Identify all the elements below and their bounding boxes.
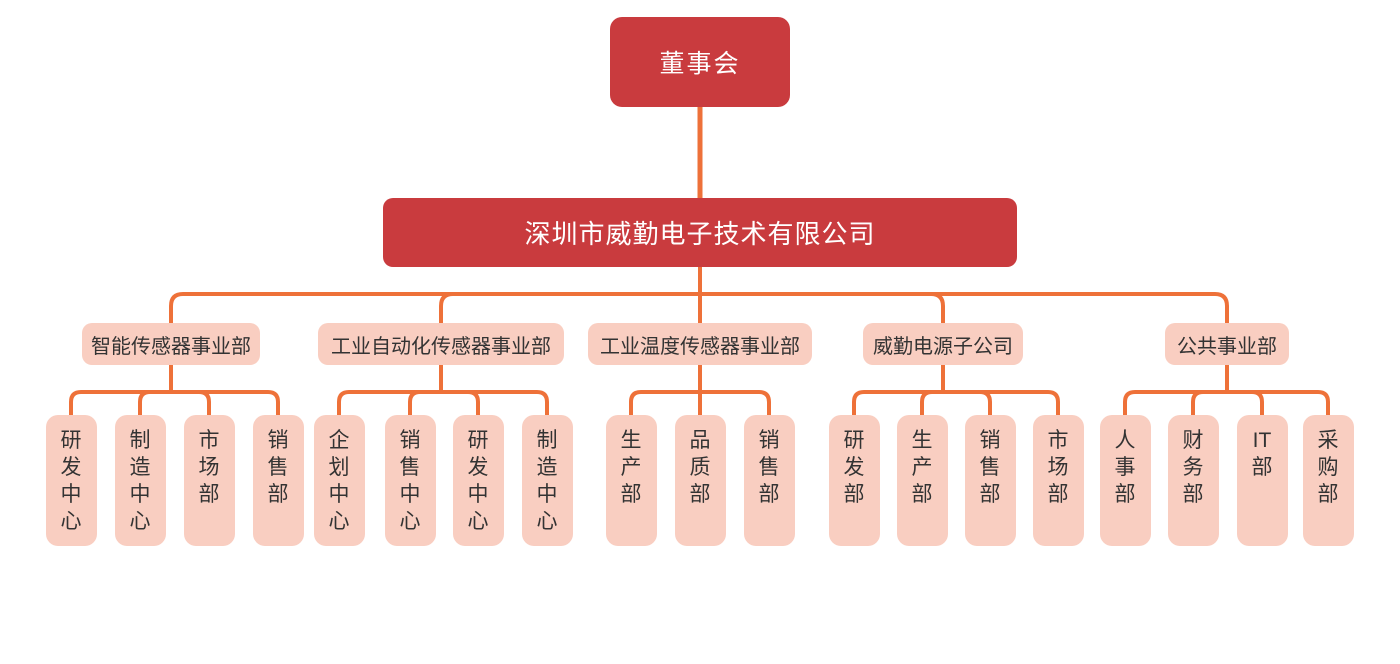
org-node-department[interactable]: 研发中心 — [45, 415, 97, 546]
org-node-department-label: 企划中心 — [328, 429, 350, 533]
connector — [439, 267, 702, 323]
org-node-department-label: 生产部 — [911, 429, 933, 506]
org-node-division-label: 智能传感器事业部 — [91, 335, 251, 358]
org-node-department-label: 市场部 — [198, 429, 220, 506]
org-node-department[interactable]: 销售部 — [252, 415, 304, 546]
org-node-division-label: 工业温度传感器事业部 — [600, 335, 800, 358]
org-node-division-1[interactable]: 智能传感器事业部 — [82, 323, 260, 365]
org-node-company-label: 深圳市威勤电子技术有限公司 — [524, 219, 876, 249]
connector — [941, 365, 1060, 415]
connector — [920, 365, 945, 415]
connector — [138, 365, 173, 415]
org-node-department[interactable]: 销售部 — [964, 415, 1016, 546]
org-node-department[interactable]: 研发部 — [828, 415, 880, 546]
connector — [1225, 365, 1330, 415]
connector — [698, 267, 945, 323]
org-node-department[interactable]: 市场部 — [183, 415, 235, 546]
org-node-department[interactable]: 企划中心 — [313, 415, 365, 546]
org-node-department-label: 生产部 — [620, 429, 642, 506]
org-node-division-3[interactable]: 工业温度传感器事业部 — [588, 323, 812, 365]
org-node-department[interactable]: 品质部 — [674, 415, 726, 546]
org-node-department-label: 销售中心 — [399, 429, 421, 533]
connector — [1225, 365, 1264, 415]
org-node-division-label: 公共事业部 — [1177, 335, 1277, 358]
org-node-department[interactable]: 制造中心 — [521, 415, 573, 546]
org-node-department-label: 制造中心 — [536, 429, 558, 533]
org-node-department-label: 研发中心 — [60, 429, 82, 533]
org-node-company[interactable]: 深圳市威勤电子技术有限公司 — [383, 198, 1017, 267]
org-node-department[interactable]: 人事部 — [1099, 415, 1151, 546]
org-node-division-label: 威勤电源子公司 — [873, 335, 1013, 358]
org-node-department[interactable]: 销售中心 — [384, 415, 436, 546]
connector — [169, 267, 702, 323]
connector — [169, 365, 280, 415]
connector — [629, 365, 702, 415]
org-node-department-label: 制造中心 — [129, 429, 151, 533]
org-node-division-4[interactable]: 威勤电源子公司 — [863, 323, 1023, 365]
connector — [69, 365, 173, 415]
connector — [439, 365, 549, 415]
org-node-department-label: 人事部 — [1114, 429, 1136, 506]
org-node-division-5[interactable]: 公共事业部 — [1165, 323, 1289, 365]
connector — [337, 365, 443, 415]
connector — [1191, 365, 1229, 415]
connector — [852, 365, 945, 415]
org-node-division-label: 工业自动化传感器事业部 — [331, 335, 551, 358]
org-node-department-label: 销售部 — [758, 429, 780, 506]
org-node-department-label: 采购部 — [1317, 429, 1339, 506]
org-node-department[interactable]: 研发中心 — [452, 415, 504, 546]
org-node-department-label: 研发部 — [843, 429, 865, 506]
org-node-department[interactable]: 财务部 — [1167, 415, 1219, 546]
org-node-board-label: 董事会 — [659, 50, 741, 78]
connector — [408, 365, 443, 415]
connector — [439, 365, 480, 415]
org-node-department[interactable]: 销售部 — [743, 415, 795, 546]
org-node-department-label: 品质部 — [689, 429, 711, 506]
org-node-department-label: 市场部 — [1047, 429, 1069, 506]
org-node-board[interactable]: 董事会 — [610, 17, 790, 107]
org-node-department[interactable]: 生产部 — [605, 415, 657, 546]
connector — [1123, 365, 1229, 415]
org-node-department[interactable]: 制造中心 — [114, 415, 166, 546]
connector — [698, 365, 771, 415]
org-node-division-2[interactable]: 工业自动化传感器事业部 — [318, 323, 564, 365]
org-node-department-label: 销售部 — [267, 429, 289, 506]
org-node-department-label: 财务部 — [1182, 429, 1204, 506]
org-node-department[interactable]: 市场部 — [1032, 415, 1084, 546]
connector — [941, 365, 992, 415]
org-node-department[interactable]: 生产部 — [896, 415, 948, 546]
org-node-department-label: 销售部 — [979, 429, 1001, 506]
connector — [169, 365, 211, 415]
org-node-department[interactable]: 采购部 — [1302, 415, 1354, 546]
org-node-department-label: 研发中心 — [467, 429, 489, 533]
connector — [698, 267, 1229, 323]
